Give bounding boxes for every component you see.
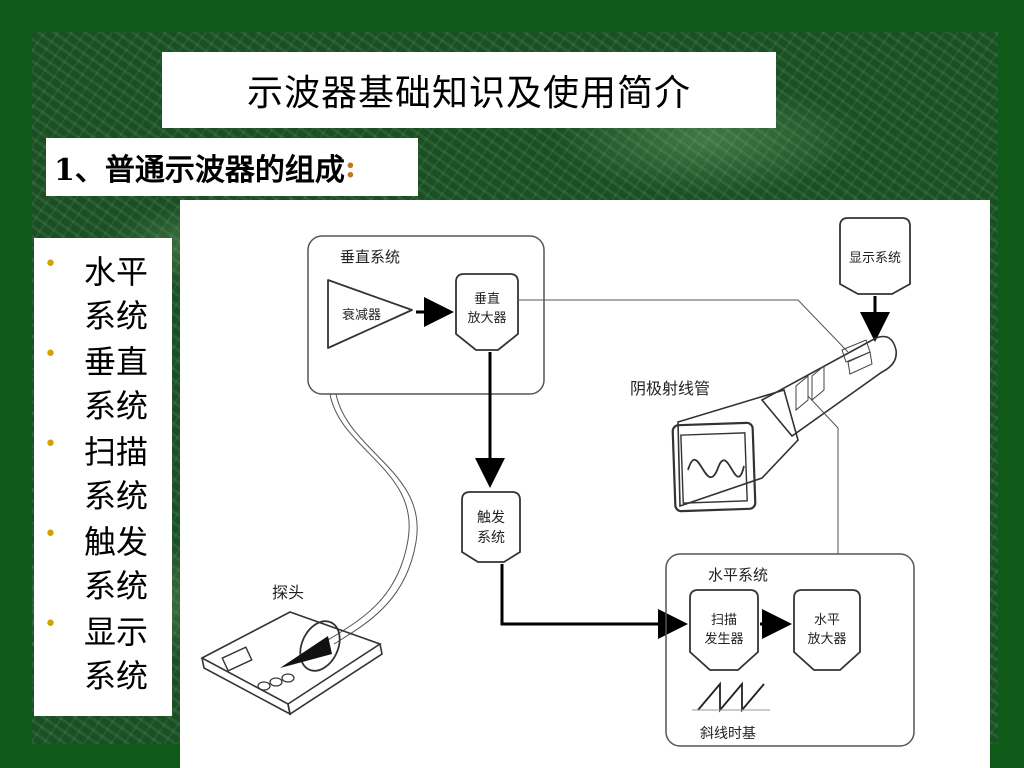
attenuator-label: 衰减器: [342, 307, 381, 323]
bullet-dot-icon: •: [44, 432, 57, 457]
arrow-trigger-to-sweep: [500, 564, 688, 639]
vertical-system-box: [307, 235, 545, 395]
bullet-text: 扫描系统: [84, 433, 149, 515]
diagram-svg: 垂直系统 衰减器 垂直 放大器 显示系统 阴极射线管: [200, 217, 915, 747]
bullet-text: 触发系统: [84, 523, 149, 605]
sweep-label-2: 发生器: [704, 631, 743, 647]
ramp-timebase-label: 斜线时基: [700, 725, 756, 742]
circuit-board-shape: [200, 611, 383, 716]
bullet-text: 显示系统: [84, 613, 149, 695]
slide-subtitle: 1、普通示波器的组成: [54, 153, 345, 188]
trigger-label-1: 触发: [477, 510, 505, 526]
sweep-label-1: 扫描: [711, 613, 737, 628]
bullet-dot-icon: •: [44, 612, 57, 637]
slide-title: 示波器基础知识及使用简介: [246, 73, 691, 114]
trigger-system-shape: [461, 491, 521, 563]
subtitle-colon: :: [344, 149, 356, 185]
probe-cable: [327, 393, 410, 641]
horizontal-system-box: [665, 553, 915, 747]
display-system-label: 显示系统: [849, 251, 901, 266]
signal-line-horizontal-plates: [807, 395, 839, 554]
bullet-list: • 水平系统 • 垂直系统 • 扫描系统 • 触发系统 • 显示系统: [34, 238, 172, 716]
display-system-shape: [839, 217, 911, 295]
vertical-amp-label-1: 垂直: [474, 292, 500, 307]
attenuator-shape: [327, 279, 413, 349]
probe-ring-shape: [299, 620, 341, 672]
trigger-label-2: 系统: [477, 530, 505, 546]
probe-label: 探头: [272, 583, 304, 602]
ramp-waveform-icon: [697, 681, 765, 713]
crt-label: 阴极射线管: [630, 379, 710, 398]
bullet-text: 垂直系统: [84, 343, 149, 425]
vertical-amp-label-2: 放大器: [467, 311, 506, 326]
bullet-dot-icon: •: [44, 342, 57, 367]
crt-shape: [671, 335, 898, 513]
horizontal-amp-label-2: 放大器: [807, 632, 846, 647]
signal-line-vertical-plates: [518, 299, 849, 353]
horizontal-amp-label-1: 水平: [814, 613, 840, 628]
bullet-dot-icon: •: [44, 252, 57, 277]
sweep-generator-shape: [689, 589, 759, 671]
probe-cable-outer: [333, 393, 418, 645]
horizontal-amp-shape: [793, 589, 861, 671]
title-box: 示波器基础知识及使用简介: [162, 52, 776, 128]
vertical-system-label: 垂直系统: [340, 248, 400, 266]
horizontal-system-label: 水平系统: [708, 566, 768, 584]
vertical-amp-shape: [455, 273, 519, 351]
probe-tip-shape: [280, 636, 332, 668]
bullet-text: 水平系统: [84, 253, 149, 335]
subtitle-box: 1、普通示波器的组成:: [46, 138, 418, 196]
bullet-dot-icon: •: [44, 522, 57, 547]
oscilloscope-diagram: 垂直系统 衰减器 垂直 放大器 显示系统 阴极射线管: [180, 200, 990, 768]
